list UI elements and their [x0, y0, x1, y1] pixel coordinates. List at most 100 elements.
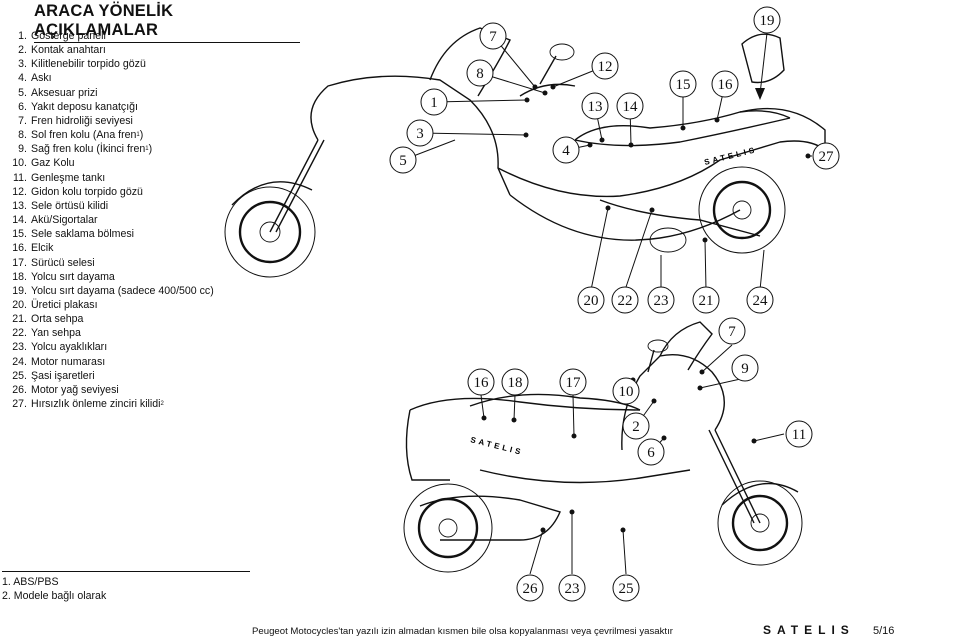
part-label-suffix: ): [148, 143, 153, 156]
scooter-left-view: SATELIS: [224, 27, 826, 278]
part-label: Sele saklama bölmesi: [31, 228, 135, 241]
part-number: 1.: [18, 30, 27, 42]
callout-number: 13: [588, 99, 603, 115]
part-number: 16.: [12, 242, 27, 255]
body-logo-top: SATELIS: [703, 145, 758, 167]
part-label: Sol fren kolu (Ana fren: [31, 129, 137, 142]
part-number: 15.: [12, 228, 27, 241]
callout-circle: [611, 286, 639, 314]
part-number: 3.: [18, 58, 27, 71]
callout-23: 23: [558, 574, 586, 602]
callout-number: 21: [699, 293, 714, 309]
callout-circle: [559, 368, 587, 396]
callout-7: 7: [479, 22, 507, 50]
callout-circle: [479, 22, 507, 50]
callout-27: 27: [812, 142, 840, 170]
parts-list-item: 6.Yakıt deposu kanatçığı: [8, 100, 214, 114]
callout-22: 22: [611, 286, 639, 314]
parts-list-item: 10. Gaz Kolu: [8, 156, 214, 170]
callout-number: 16: [474, 375, 490, 391]
callout-circle: [591, 52, 619, 80]
part-number: 23.: [12, 341, 27, 354]
part-number: 26.: [12, 383, 27, 396]
part-label: Askı: [31, 72, 52, 85]
part-number: 11.: [13, 171, 27, 184]
footnote-marker: 1: [145, 146, 149, 153]
part-number: 25.: [12, 369, 27, 382]
parts-list-item: 26.Motor yağ seviyesi: [8, 383, 214, 397]
callout-circle: [785, 420, 813, 448]
callout-circle: [692, 286, 720, 314]
callout-number: 15: [676, 77, 691, 93]
part-label: Gaz Kolu: [31, 157, 75, 170]
callout-number: 9: [741, 361, 749, 377]
part-number: 6.: [18, 100, 27, 113]
footnote-2: 2. Modele bağlı olarak: [2, 589, 107, 602]
parts-list-item: 3.Kilitlenebilir torpido gözü: [8, 57, 214, 71]
part-label: Motor numarası: [31, 355, 106, 368]
footer-copyright: Peugeot Motocycles'tan yazılı izin almad…: [252, 626, 673, 637]
part-label: Şasi işaretleri: [31, 369, 95, 382]
body-logo-bottom: SATELIS: [470, 435, 525, 457]
callout-circle: [466, 59, 494, 87]
callout-number: 14: [623, 99, 639, 115]
part-number: 13.: [12, 199, 27, 212]
parts-list-item: 21.Orta sehpa: [8, 312, 214, 326]
parts-list-item: 22.Yan sehpa: [8, 326, 214, 340]
callout-circle: [467, 368, 495, 396]
callout-circle: [389, 146, 417, 174]
callout-number: 3: [416, 126, 424, 142]
callout-number: 27: [819, 149, 835, 165]
callout-number: 7: [489, 29, 497, 45]
parts-list-item: 14.Akü/Sigortalar: [8, 213, 214, 227]
callout-circle: [420, 88, 448, 116]
part-number: 14.: [12, 214, 27, 227]
parts-list-item: 7.Fren hidroliği seviyesi: [8, 114, 214, 128]
part-number: 17.: [12, 256, 27, 269]
callout-circle: [558, 574, 586, 602]
footer-brand-logo: SATELIS: [763, 623, 855, 637]
callout-number: 12: [598, 59, 613, 75]
part-number: 18.: [12, 270, 27, 283]
callout-circle: [612, 377, 640, 405]
footnote-marker: 2: [160, 401, 164, 408]
parts-list-item: 15. Sele saklama bölmesi: [8, 227, 214, 241]
callout-number: 17: [566, 375, 582, 391]
parts-list-item: 2.Kontak anahtarı: [8, 43, 214, 57]
part-label: Sele örtüsü kilidi: [31, 199, 109, 212]
callout-number: 5: [399, 153, 407, 169]
callout-number: 8: [476, 66, 484, 82]
parts-list-item: 5.Aksesuar prizi: [8, 86, 214, 100]
parts-list-item: 23.Yolcu ayaklıkları: [8, 340, 214, 354]
part-number: 10.: [12, 157, 27, 170]
part-label: Elcik: [31, 242, 54, 255]
callout-circle: [501, 368, 529, 396]
callout-number: 6: [647, 445, 655, 461]
part-label: Gidon kolu torpido gözü: [31, 185, 143, 198]
page-title: ARACA YÖNELİK AÇIKLAMALAR: [34, 2, 300, 43]
callout-16: 16: [711, 70, 739, 98]
callout-number: 19: [760, 13, 775, 29]
parts-list-item: 20.Üretici plakası: [8, 298, 214, 312]
callout-number: 24: [753, 293, 769, 309]
parts-list-item: 18.Yolcu sırt dayama: [8, 270, 214, 284]
part-label: Yolcu sırt dayama (sadece 400/500 cc): [31, 284, 214, 297]
part-label: Fren hidroliği seviyesi: [31, 114, 133, 127]
callout-number: 7: [728, 324, 736, 340]
callout-circle: [612, 574, 640, 602]
callout-14: 14: [616, 92, 644, 120]
part-label: Kontak anahtarı: [31, 44, 106, 57]
callout-circle: [577, 286, 605, 314]
footnote-1: 1. ABS/PBS: [2, 576, 59, 588]
callout-18: 18: [501, 368, 529, 396]
parts-list-item: 24.Motor numarası: [8, 355, 214, 369]
part-number: 21.: [12, 313, 27, 326]
callout-circle: [746, 286, 774, 314]
scooter-right-view: SATELIS: [403, 321, 803, 573]
callout-4: 4: [552, 136, 580, 164]
callout-13: 13: [581, 92, 609, 120]
